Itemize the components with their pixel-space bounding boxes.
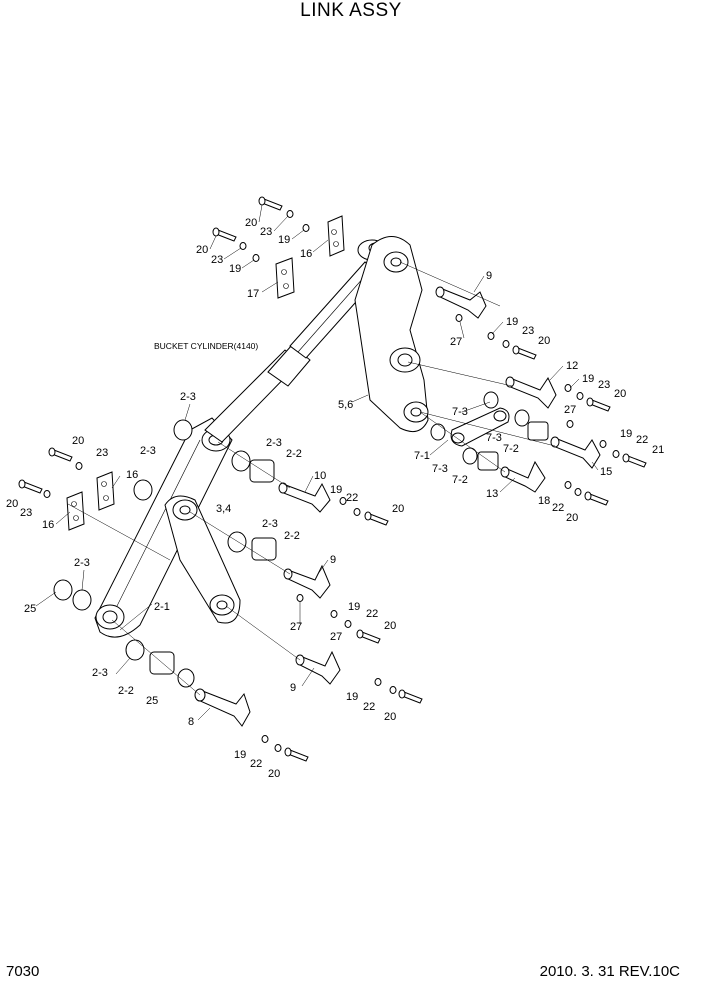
label-17: 17 [247,288,259,300]
label-20: 20 [566,512,578,524]
label-23: 23 [211,254,223,266]
label-18: 18 [538,495,550,507]
label-2-3: 2-3 [180,391,196,403]
label-21: 21 [652,444,664,456]
label-20: 20 [384,711,396,723]
label-7-3: 7-3 [486,432,502,444]
label-22: 22 [552,502,564,514]
bushings [149,421,549,675]
label-16: 16 [126,469,138,481]
label-22: 22 [250,758,262,770]
label-20: 20 [392,503,404,515]
label-5-6: 5,6 [338,399,353,411]
label-23: 23 [598,379,610,391]
part-labels: 20 23 19 16 20 23 19 17 9 19 23 20 27 BU… [6,217,664,780]
label-27: 27 [330,631,342,643]
page-title: LINK ASSY [300,0,402,21]
lower-link [164,495,241,624]
label-7-1: 7-1 [414,450,430,462]
label-20: 20 [6,498,18,510]
label-16: 16 [300,248,312,260]
label-7-2: 7-2 [452,474,468,486]
label-23: 23 [20,507,32,519]
label-2-3: 2-3 [74,557,90,569]
label-9: 9 [290,682,296,694]
label-20: 20 [268,768,280,780]
label-12: 12 [566,360,578,372]
label-9: 9 [486,270,492,282]
bucket-cylinder-note: BUCKET CYLINDER(4140) [154,341,258,351]
label-7-2: 7-2 [503,443,519,455]
label-leaders [35,204,599,721]
label-2-1: 2-1 [154,601,170,613]
label-20: 20 [245,217,257,229]
label-25: 25 [146,695,158,707]
label-2-3: 2-3 [140,445,156,457]
label-10: 10 [314,470,326,482]
label-9: 9 [330,554,336,566]
label-7-3: 7-3 [432,463,448,475]
label-7-3: 7-3 [452,406,468,418]
label-22: 22 [636,434,648,446]
label-20: 20 [538,335,550,347]
label-8: 8 [188,716,194,728]
label-20: 20 [614,388,626,400]
label-2-2: 2-2 [286,448,302,460]
label-27: 27 [290,621,302,633]
upper-bracket-link [354,236,429,433]
label-19: 19 [506,316,518,328]
label-20: 20 [384,620,396,632]
label-19: 19 [620,428,632,440]
label-3-4: 3,4 [216,503,231,515]
label-2-2: 2-2 [284,530,300,542]
label-23: 23 [260,226,272,238]
label-19: 19 [330,484,342,496]
label-22: 22 [366,608,378,620]
revision-date: 2010. 3. 31 REV.10C [539,963,680,980]
label-22: 22 [346,492,358,504]
fasteners [18,196,647,762]
label-2-3: 2-3 [92,667,108,679]
label-15: 15 [600,466,612,478]
label-25: 25 [24,603,36,615]
label-16: 16 [42,519,54,531]
label-19: 19 [348,601,360,613]
label-20: 20 [72,435,84,447]
label-19: 19 [346,691,358,703]
label-20: 20 [196,244,208,256]
label-19: 19 [234,749,246,761]
label-23: 23 [96,447,108,459]
page-number: 7030 [6,963,40,980]
label-23: 23 [522,325,534,337]
label-19: 19 [278,234,290,246]
label-27: 27 [564,404,576,416]
label-19: 19 [582,373,594,385]
label-27: 27 [450,336,462,348]
label-2-3: 2-3 [266,437,282,449]
rings [53,391,530,688]
label-22: 22 [363,701,375,713]
label-19: 19 [229,263,241,275]
plates [66,215,345,531]
assembly-lines [67,261,556,696]
label-2-2: 2-2 [118,685,134,697]
label-13: 13 [486,488,498,500]
main-link-arm [94,417,233,638]
label-2-3: 2-3 [262,518,278,530]
pins [194,286,601,727]
